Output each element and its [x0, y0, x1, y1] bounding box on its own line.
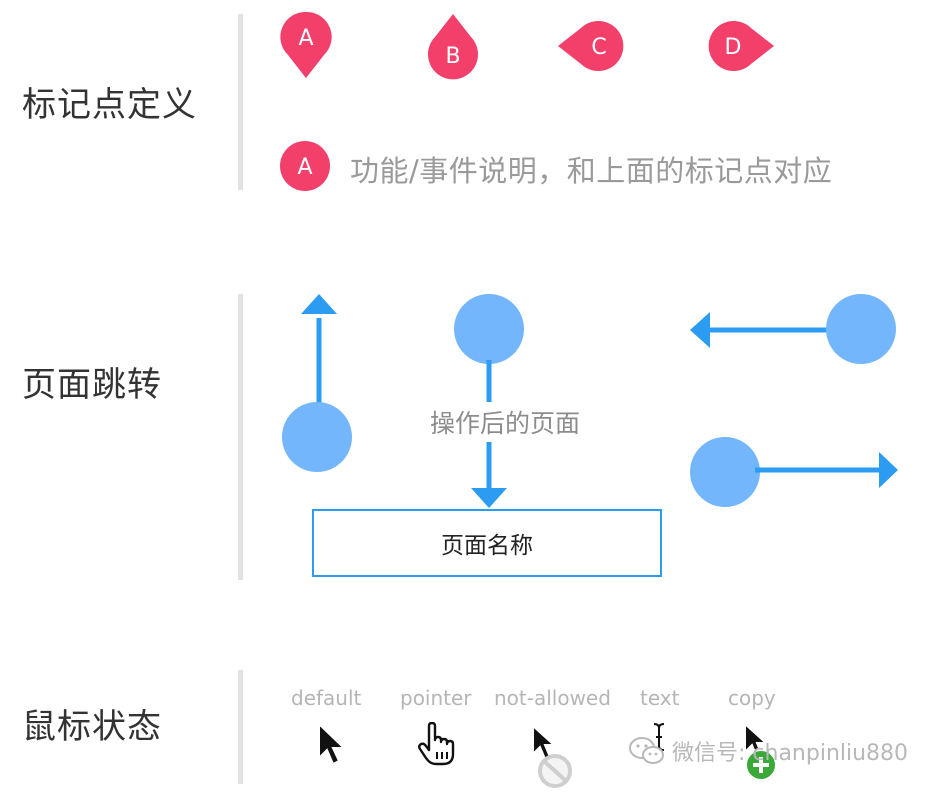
legend-marker: A: [280, 141, 330, 191]
cursor-label-copy: copy: [728, 686, 776, 710]
cursor-label-default: default: [291, 686, 362, 710]
marker-a: A: [280, 11, 332, 78]
cursor-label-text: text: [640, 686, 680, 710]
cursor-label-not-allowed: not-allowed: [494, 686, 611, 710]
arrow-left-head: [690, 312, 710, 348]
hand-pointer-icon: [418, 722, 455, 766]
arrow-cursor-icon: [318, 722, 347, 766]
divider: [238, 294, 243, 580]
not-allowed-cursor-icon: [532, 724, 572, 788]
wechat-icon: [629, 737, 664, 764]
text-cursor-icon: [653, 723, 665, 751]
marker-letter: C: [591, 35, 606, 60]
section-title-mouse: 鼠标状态: [22, 707, 162, 747]
arrow-down-head: [471, 488, 507, 508]
jump-dot-up: [282, 402, 352, 472]
cursor-label-pointer: pointer: [400, 686, 472, 710]
jump-dot-left: [826, 294, 896, 364]
jump-dot-down: [454, 294, 524, 364]
copy-cursor-icon: [744, 722, 777, 781]
marker-c: C: [558, 21, 624, 71]
section-title-markers: 标记点定义: [22, 85, 197, 125]
divider: [238, 670, 243, 784]
arrow-up-head: [301, 294, 337, 314]
section-title-jump: 页面跳转: [22, 365, 162, 405]
jump-dot-right: [690, 437, 760, 507]
watermark: 微信号: chanpinliu880: [628, 735, 908, 767]
arrow-right-head: [879, 452, 898, 488]
legend-description: 功能/事件说明，和上面的标记点对应: [350, 154, 833, 188]
page-name-box: 页面名称: [312, 509, 662, 577]
marker-d: D: [708, 21, 774, 71]
marker-letter: B: [445, 44, 460, 69]
marker-letter: A: [298, 26, 313, 51]
divider: [238, 14, 243, 190]
page-name-label: 页面名称: [441, 533, 533, 559]
marker-letter: A: [297, 155, 312, 180]
after-operation-label: 操作后的页面: [428, 402, 583, 442]
marker-letter: D: [725, 35, 742, 60]
marker-b: B: [428, 14, 478, 80]
watermark-text: 微信号: chanpinliu880: [672, 741, 909, 766]
